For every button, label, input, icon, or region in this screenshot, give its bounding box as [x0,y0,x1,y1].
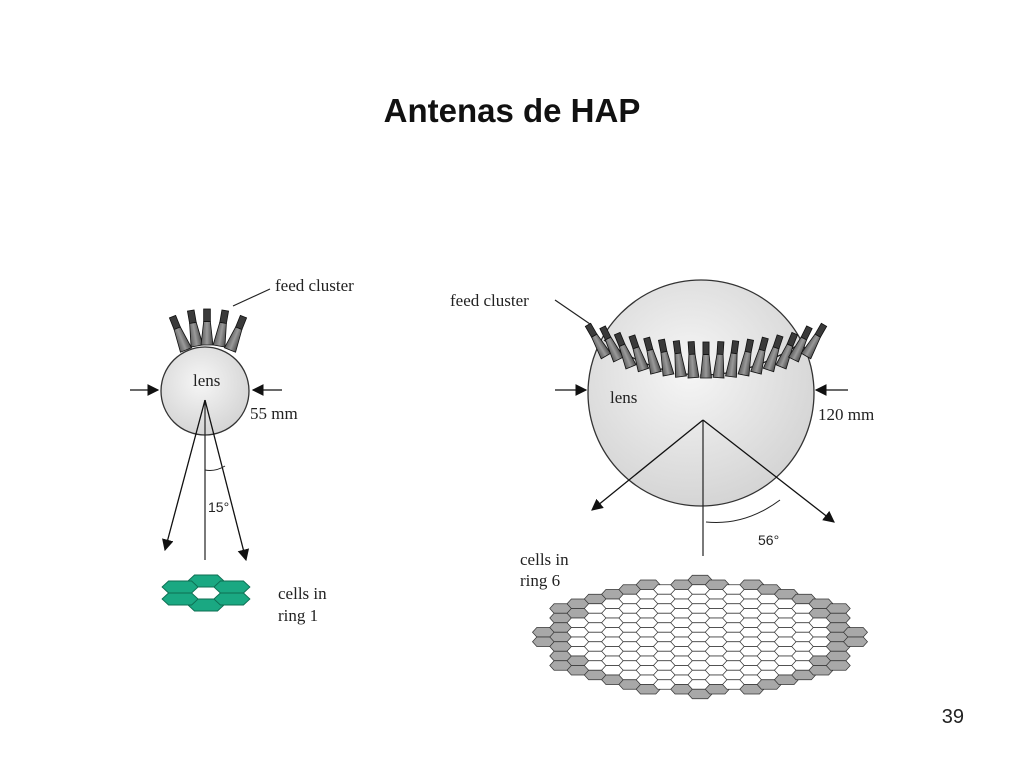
left-feed-horn-3-neck [203,308,211,323]
right-feed-horn-1 [584,322,612,360]
right-feed-horn-15 [775,331,799,370]
right-feed-horn-10-neck [716,341,725,355]
right-feed-horn-9-flare [700,354,712,379]
right-feed-horn-14 [762,334,784,373]
left-feed-horn-3 [200,308,214,346]
right-cell-175 [825,660,851,671]
left-beam-arrow-1 [162,399,206,552]
left-beam-arrow-2 [204,399,250,562]
right-antenna: feed cluster lens 120 mm 56° cells in ri… [450,279,874,700]
right-feed-horn-7 [672,340,687,378]
left-feed-label: feed cluster [275,276,354,295]
slide-title: Antenas de HAP [383,92,641,129]
left-feed-horn-4-neck [219,309,230,325]
left-angle-label: 15° [208,499,229,515]
left-antenna: lens feed cluster 55 mm 15° cells in rin… [130,276,354,625]
right-feed-horn-7-neck [672,340,682,355]
left-feed-horn-1-flare [173,326,193,353]
right-feed-horn-17-flare [800,333,821,360]
right-feed-label: feed cluster [450,291,529,310]
right-angle-label: 56° [758,532,779,548]
right-diameter-label: 120 mm [818,405,874,424]
right-feed-horn-16 [787,325,813,363]
left-cells-label-line1: cells in [278,584,327,603]
right-cells-label-line2: ring 6 [520,571,560,590]
right-feed-horn-17 [800,322,828,360]
right-feed-horn-9-neck [702,341,710,356]
right-cell-176 [843,627,868,638]
right-cells-label-line1: cells in [520,550,569,569]
right-cell-174 [825,650,851,662]
left-angle-arc [204,465,226,471]
page-number: 39 [941,706,964,728]
right-feed-horn-7-flare [674,352,687,378]
right-beam-arrow-2 [702,419,835,523]
right-feed-horn-5-flare [646,348,662,375]
left-feed-horn-3-flare [200,321,214,346]
right-feed-horn-11 [725,340,740,378]
right-feed-horn-5 [643,336,662,375]
left-feed-horn-5-flare [223,326,243,353]
right-feed-horn-6-flare [660,350,675,377]
right-angle-arc [705,499,781,524]
left-feed-leader [232,288,271,307]
right-cell-177 [843,636,868,647]
right-cell-170 [825,612,851,624]
right-feed-horn-3 [613,331,637,370]
right-feed-horn-11-neck [730,340,740,355]
right-feed-leader [554,299,591,325]
left-feed-horn-2-neck [186,309,197,325]
left-lens-label: lens [193,371,220,390]
right-cell-169 [825,603,851,614]
right-feed-horn-11-flare [725,352,738,378]
right-feed-horn-16-flare [787,336,808,363]
right-feed-horn-10-flare [712,353,725,379]
right-feed-horn-13 [750,336,769,375]
right-beam-arrow-1 [591,419,704,511]
left-feed-horn-1 [168,314,193,353]
right-feed-horn-14-flare [762,346,780,373]
right-lens [587,279,815,507]
right-feed-horn-6 [657,338,675,377]
right-feed-horn-8 [687,341,700,379]
left-diameter-label: 55 mm [250,404,298,423]
right-feed-horn-13-flare [750,348,766,375]
right-feed-horn-9 [700,341,712,379]
left-feed-horn-4 [212,309,230,348]
right-feed-horn-12-flare [737,350,752,377]
left-cells-ring-1 [161,574,251,612]
right-feed-cluster [584,322,828,379]
left-feed-horn-5 [223,314,248,353]
right-feed-horn-12 [737,338,755,377]
right-feed-horn-4-flare [632,346,650,373]
left-cell-4 [161,580,199,594]
right-feed-horn-8-neck [687,341,696,355]
left-cell-5 [161,592,199,606]
right-feed-horn-3-flare [618,343,637,370]
left-cells-label-line2: ring 1 [278,606,318,625]
right-cells-ring-6 [532,574,868,700]
right-feed-horn-4 [628,334,650,373]
left-feed-cluster [168,308,248,353]
left-cell-7 [213,592,251,606]
right-feed-horn-8-flare [687,353,700,379]
right-feed-horn-15-flare [775,343,794,370]
right-feed-horn-10 [712,341,725,379]
left-cell-6 [213,580,251,594]
right-lens-label: lens [610,388,637,407]
